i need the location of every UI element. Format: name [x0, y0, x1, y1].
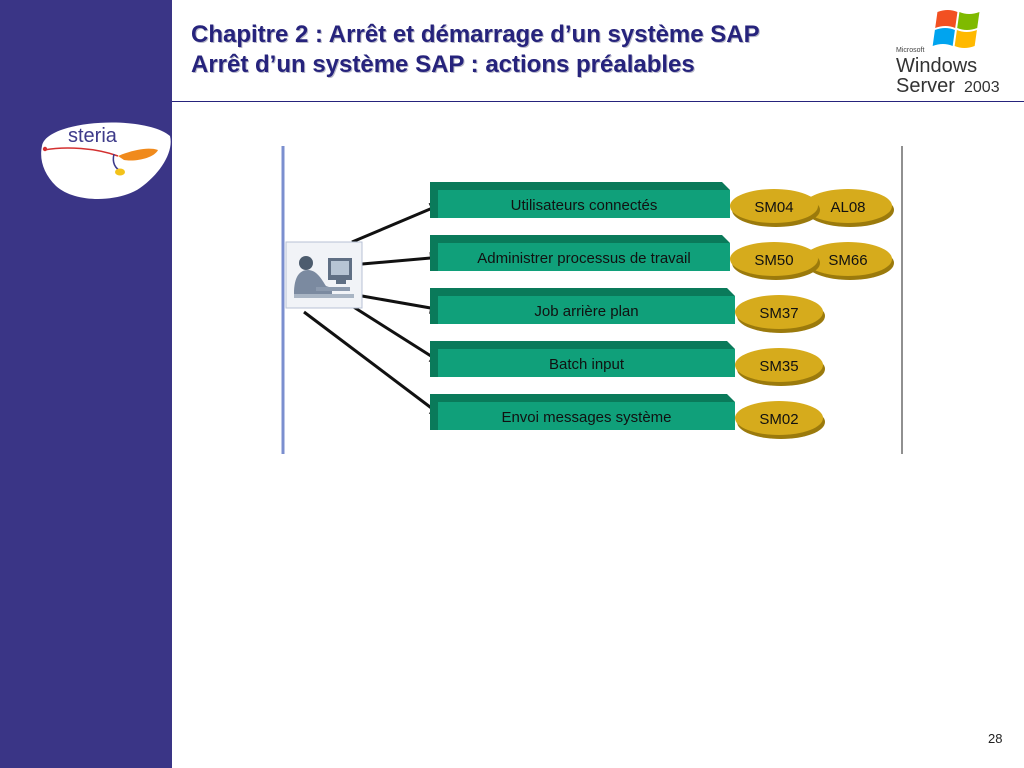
- action-label: Batch input: [549, 356, 625, 373]
- transaction-oval: AL08: [804, 189, 894, 227]
- transaction-code: SM04: [754, 199, 793, 216]
- title-line-1: Chapitre 2 : Arrêt et démarrage d’un sys…: [191, 21, 760, 48]
- diagram-row: Administrer processus de travail SM66 SM50: [430, 235, 894, 280]
- page-number: 28: [988, 731, 1003, 746]
- transaction-oval: SM02: [735, 401, 825, 439]
- steria-wordmark: steria: [68, 125, 118, 147]
- action-label: Utilisateurs connectés: [511, 197, 658, 214]
- action-label: Administrer processus de travail: [477, 250, 690, 267]
- transaction-code: SM37: [759, 305, 798, 322]
- arrow: [351, 202, 443, 244]
- arrow: [303, 310, 443, 418]
- transaction-oval: SM04: [730, 189, 820, 227]
- title-rule: [172, 101, 1024, 102]
- diagram-row: Utilisateurs connectés AL08 SM04: [430, 182, 894, 227]
- transaction-oval: SM50: [730, 242, 820, 280]
- diagram-row: Job arrière plan SM37: [430, 288, 825, 333]
- svg-text:2003: 2003: [964, 79, 1000, 96]
- slide-title: Chapitre 2 : Arrêt et démarrage d’un sys…: [191, 20, 760, 80]
- steria-logo: steria: [41, 122, 171, 199]
- action-box: [438, 190, 730, 218]
- diagram-row: Envoi messages système SM02: [430, 394, 825, 439]
- user-at-computer-icon: [285, 241, 363, 309]
- action-box: [438, 349, 735, 377]
- transaction-code: SM35: [759, 358, 798, 375]
- windows-flag-icon: [932, 10, 980, 48]
- svg-text:Microsoft: Microsoft: [896, 47, 924, 54]
- action-box: [438, 243, 730, 271]
- action-label: Job arrière plan: [534, 303, 638, 320]
- transaction-code: SM66: [828, 252, 867, 269]
- svg-text:Server: Server: [896, 75, 955, 96]
- transaction-code: SM50: [754, 252, 793, 269]
- transaction-oval: SM66: [804, 242, 894, 280]
- action-box: [438, 402, 735, 430]
- svg-text:Windows: Windows: [896, 55, 977, 77]
- stop-actions-diagram: Utilisateurs connectés AL08 SM04Administre…: [281, 146, 903, 454]
- diagram-row: Batch input SM35: [430, 341, 825, 386]
- action-label: Envoi messages système: [501, 409, 671, 426]
- action-box: [438, 296, 735, 324]
- arrow: [351, 304, 443, 365]
- transaction-oval: SM35: [735, 348, 825, 386]
- transaction-code: AL08: [830, 199, 865, 216]
- transaction-code: SM02: [759, 411, 798, 428]
- title-line-2: Arrêt d’un système SAP : actions préalab…: [191, 51, 695, 78]
- transaction-oval: SM37: [735, 295, 825, 333]
- windows-server-logo: Microsoft Windows Server 2003: [896, 10, 1000, 96]
